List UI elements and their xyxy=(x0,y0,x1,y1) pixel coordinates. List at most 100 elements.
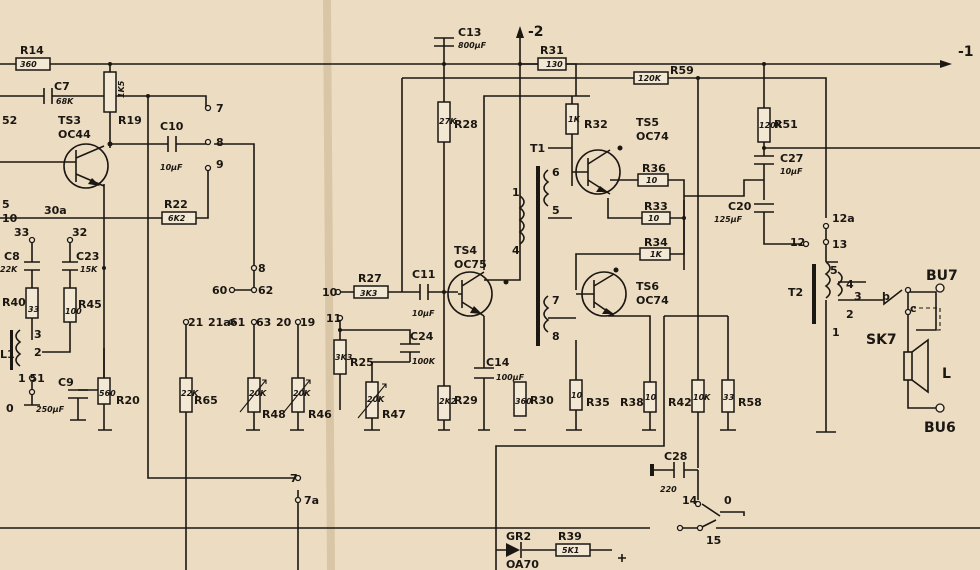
c10-value: 10µF xyxy=(160,163,183,172)
r29-label: R29 xyxy=(454,394,478,407)
r30-value: 360 xyxy=(515,397,532,406)
resistor-r14-body xyxy=(15,57,51,71)
c8-label: C8 xyxy=(4,250,20,263)
r29-value: 2K2 xyxy=(439,397,457,406)
r39-label: R39 xyxy=(558,530,582,543)
r40-label: R40 xyxy=(2,296,26,309)
capacitor-c28-plates xyxy=(673,462,685,478)
pin-21a: 21a xyxy=(208,316,231,329)
r51-label: R51 xyxy=(774,118,798,131)
r42-value: 10K xyxy=(693,393,711,402)
ts3-label: TS3 xyxy=(58,114,81,127)
l1-coil-icon xyxy=(15,329,22,367)
r45-label: R45 xyxy=(78,298,102,311)
c27-value: 10µF xyxy=(780,167,803,176)
pin-12a: 12a xyxy=(832,212,855,225)
c28-label: C28 xyxy=(664,450,687,463)
r38-label: R38 xyxy=(620,396,644,409)
c20-value: 125µF xyxy=(714,215,743,224)
r46-value: 20K xyxy=(293,389,311,398)
pin-8: 8 xyxy=(216,136,224,149)
rail-neg2-label: -2 xyxy=(528,24,544,40)
sk7-label: SK7 xyxy=(866,332,897,348)
resistor-r59-body xyxy=(633,71,669,85)
c7-label: C7 xyxy=(54,80,70,93)
r46-label: R46 xyxy=(308,408,332,421)
pin-9: 9 xyxy=(216,158,224,171)
c11-value: 10µF xyxy=(412,309,435,318)
t1-pin-7: 7 xyxy=(552,294,560,307)
resistor-r30-body xyxy=(513,381,527,417)
pin-30a: 30a xyxy=(44,204,67,217)
pin-7a: 7a xyxy=(304,494,319,507)
ts4-type: OC75 xyxy=(454,258,487,271)
c7-value: 68K xyxy=(56,97,74,106)
c8-value: 22K xyxy=(0,265,18,274)
resistor-r29-body xyxy=(437,385,451,421)
r27-label: R27 xyxy=(358,272,382,285)
sk7-dashed-link xyxy=(914,307,941,331)
misc-symbols xyxy=(506,307,941,562)
ts6-label: TS6 xyxy=(636,280,659,293)
r39-value: 5K1 xyxy=(562,546,579,555)
capacitor-c7-plates xyxy=(43,88,53,104)
r34-label: R34 xyxy=(644,236,668,249)
resistor-r36-body xyxy=(637,173,669,187)
resistor-r27-body xyxy=(353,285,389,299)
c24-value: 100K xyxy=(412,357,436,366)
c23-value: 15K xyxy=(80,265,98,274)
gr2-label: GR2 xyxy=(506,530,531,543)
l1-label: L1 xyxy=(0,348,15,361)
pin-52: 52 xyxy=(2,114,17,127)
c20-label: C20 xyxy=(728,200,752,213)
r36-label: R36 xyxy=(642,162,666,175)
ts4-label: TS4 xyxy=(454,244,477,257)
diode-gr2-icon xyxy=(506,542,522,558)
t2-pin-4: 4 xyxy=(846,278,854,291)
resistor-r25-body xyxy=(333,339,347,375)
speaker-icon xyxy=(903,338,929,394)
t1-core-icon xyxy=(536,166,540,346)
t1-label: T1 xyxy=(530,142,545,155)
r65-label: R65 xyxy=(194,394,218,407)
bu7-label: BU7 xyxy=(926,268,958,284)
t2-pin-1: 1 xyxy=(832,326,840,339)
r38-value: 10 xyxy=(645,393,657,402)
ts6-type: OC74 xyxy=(636,294,669,307)
r20-value: 560 xyxy=(99,389,116,398)
pin-7b: 7 xyxy=(290,472,298,485)
resistor-r33-body xyxy=(641,211,671,225)
sk7-pin-b: b xyxy=(882,290,890,303)
r25-value: 3K3 xyxy=(335,353,353,362)
r28-label: R28 xyxy=(454,118,478,131)
pin-0: 0 xyxy=(6,402,14,415)
r48-label: R48 xyxy=(262,408,286,421)
capacitor-c9-plates xyxy=(68,389,88,399)
pin-61: 61 xyxy=(230,316,245,329)
c13-label: C13 xyxy=(458,26,481,39)
transistor-ts3-icon xyxy=(62,141,113,189)
c23-label: C23 xyxy=(76,250,99,263)
resistor-r31-body xyxy=(537,57,567,71)
pin-15: 15 xyxy=(706,534,721,547)
ts3-type: OC44 xyxy=(58,128,91,141)
r33-value: 10 xyxy=(648,214,660,223)
r19-value: 1K5 xyxy=(117,80,126,98)
resistor-r28-body xyxy=(437,101,451,143)
capacitor-c8-plates xyxy=(24,261,40,271)
c27-label: C27 xyxy=(780,152,803,165)
r35-label: R35 xyxy=(586,396,610,409)
c14-value: 100µF xyxy=(496,373,525,382)
t2-pin-2: 2 xyxy=(846,308,854,321)
capacitor-c27-plates xyxy=(754,155,774,165)
pin-32: 32 xyxy=(72,226,87,239)
t2-pin-5: 5 xyxy=(830,264,838,277)
c13-value: 800µF xyxy=(458,41,487,50)
pin-63: 63 xyxy=(256,316,271,329)
pin-13: 13 xyxy=(832,238,847,251)
resistor-r22-body xyxy=(161,211,197,225)
component-labels: -1 -2 R14 360 C7 68K 52 TS3 OC44 R19 1K5… xyxy=(0,24,974,570)
r14-value: 360 xyxy=(20,60,37,69)
r58-label: R58 xyxy=(738,396,762,409)
